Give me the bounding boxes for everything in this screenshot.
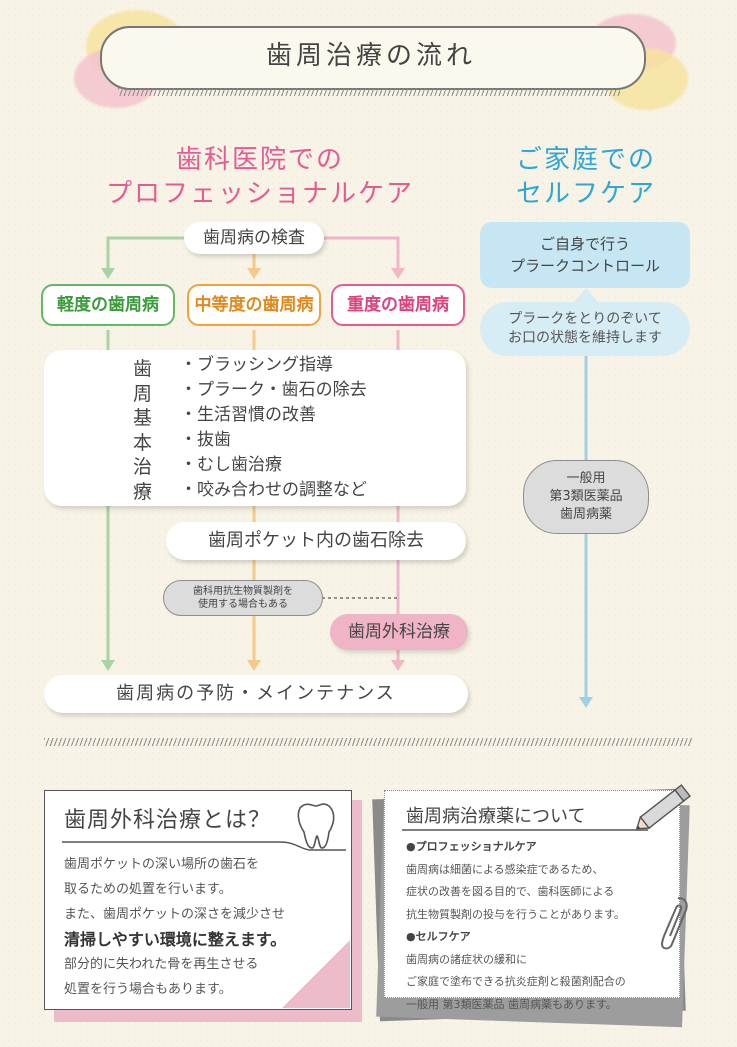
basic-treatment-list: ・ブラッシング指導 ・プラーク・歯石の除去 ・生活習慣の改善 ・抜歯 ・むし歯治… [180, 353, 367, 503]
title-hatch [118, 88, 620, 96]
surgery-card-emphasis: 清掃しやすい環境に整えます。 [64, 930, 287, 949]
severity-mild: 軽度の歯周病 [41, 284, 175, 326]
drug-card-title: 歯周病治療薬について [406, 806, 586, 827]
speech-tail [574, 288, 598, 302]
surgery-card-body: 歯周ポケットの深い場所の歯石を 取るための処置を行います。 また、歯周ポケットの… [64, 857, 287, 997]
green-arrowhead [101, 268, 115, 279]
blue-arrowhead [579, 697, 593, 708]
title-underline [62, 841, 346, 851]
plaque-control-box: ご自身で行う プラークコントロール [480, 222, 690, 288]
professional-heading: 歯科医院での プロフェッショナルケア [105, 145, 414, 209]
pink-corner-decor [282, 940, 350, 1008]
basic-treatment-label: 歯 周 基 本 治 療 [133, 358, 153, 503]
green-flow-line [106, 236, 185, 268]
surgery-card-title: 歯周外科治療とは？ [64, 808, 272, 833]
otc-medicine-badge: 一般用 第3類医薬品 歯周病薬 [523, 460, 649, 534]
drug-info-card [384, 790, 680, 998]
section-divider [44, 738, 692, 746]
pink-arrowhead [391, 660, 405, 671]
maintenance-pill: 歯周病の予防・メインテナンス [44, 675, 468, 713]
page-title: 歯周治療の流れ [265, 41, 476, 71]
maintain-box: プラークをとりのぞいて お口の状態を維持します [480, 302, 690, 356]
paperclip-icon [660, 897, 688, 950]
list-item: ・ブラッシング指導 [180, 355, 333, 375]
exam-pill: 歯周病の検査 [184, 222, 324, 254]
self-care-heading: ご家庭での セルフケア [515, 145, 656, 209]
antibiotic-note: 歯科用抗生物質製剤を 使用する場合もある [163, 580, 323, 616]
title-underline [402, 829, 648, 831]
pink-flow-line [322, 236, 400, 268]
pencil-icon [635, 784, 691, 830]
self-care-subheading: ●セルフケア [406, 930, 471, 943]
drug-card-body: ●プロフェッショナルケア 歯周病は細菌による感染症であるため、 症状の改善を図る… [406, 836, 626, 1016]
list-item: ・抜歯 [180, 430, 231, 450]
orange-arrowhead [247, 268, 261, 279]
basic-treatment-box [44, 350, 466, 506]
list-item: ・咬み合わせの調整など [180, 480, 367, 500]
severity-moderate: 中等度の歯周病 [187, 284, 321, 326]
green-arrowhead [101, 660, 115, 671]
pro-care-heading: ●プロフェッショナルケア [406, 840, 537, 853]
pocket-scaling-pill: 歯周ポケット内の歯石除去 [166, 522, 466, 560]
pink-arrowhead [391, 268, 405, 279]
surgery-pill: 歯周外科治療 [330, 614, 468, 650]
tooth-icon [297, 803, 335, 849]
list-item: ・プラーク・歯石の除去 [180, 380, 367, 400]
title-frame [100, 26, 646, 90]
list-item: ・生活習慣の改善 [180, 405, 316, 425]
orange-arrowhead [247, 660, 261, 671]
list-item: ・むし歯治療 [180, 455, 282, 475]
severity-severe: 重度の歯周病 [331, 284, 465, 326]
